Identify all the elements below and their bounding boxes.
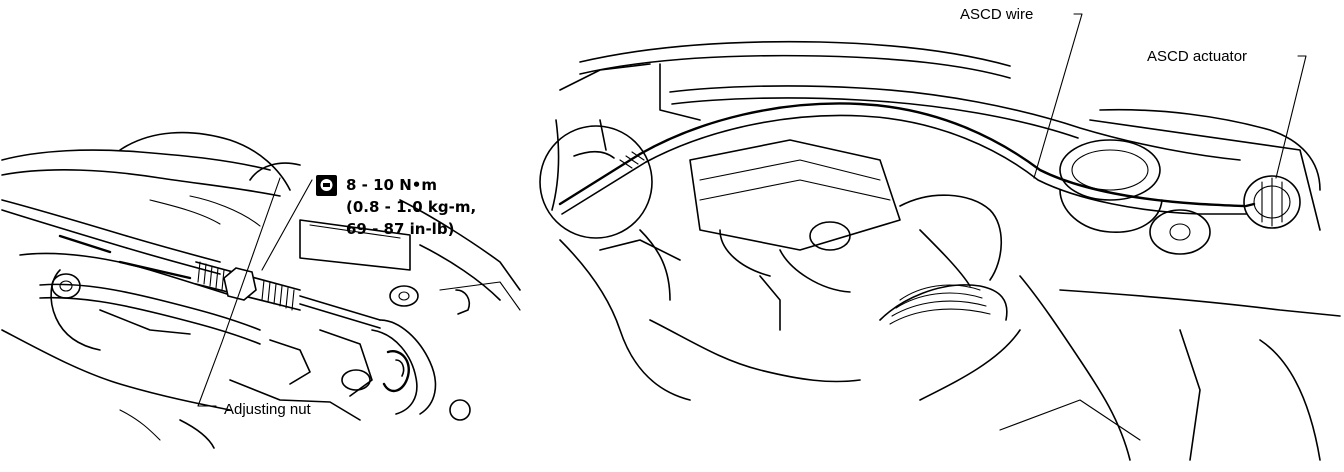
ascd-wire-label: ASCD wire	[960, 6, 1033, 23]
torque-spec: 8 - 10 N•m (0.8 - 1.0 kg-m, 69 - 87 in-l…	[316, 175, 476, 238]
torque-value-kgm: (0.8 - 1.0 kg-m,	[346, 198, 476, 216]
ascd-actuator-leader-line	[1275, 55, 1307, 179]
adjusting-nut-leader-line	[197, 177, 281, 407]
engine-bay-view	[539, 13, 1341, 461]
zoom-circle	[539, 125, 653, 239]
intake-bellows	[889, 284, 991, 325]
ascd-wire-leader-line	[1033, 13, 1083, 179]
adjusting-nut-shape	[223, 267, 257, 301]
torque-leader-line	[261, 179, 313, 271]
ascd-wire	[638, 102, 1248, 208]
adjusting-nut-detail-view	[1, 131, 521, 449]
torque-value-nm: 8 - 10 N•m	[346, 176, 437, 194]
adjusting-nut-label: Adjusting nut	[224, 401, 312, 418]
ascd-actuator-label: ASCD actuator	[1147, 48, 1247, 65]
torque-value-inlb: 69 - 87 in-lb)	[346, 220, 454, 238]
ascd-actuator-shape	[1243, 175, 1301, 229]
